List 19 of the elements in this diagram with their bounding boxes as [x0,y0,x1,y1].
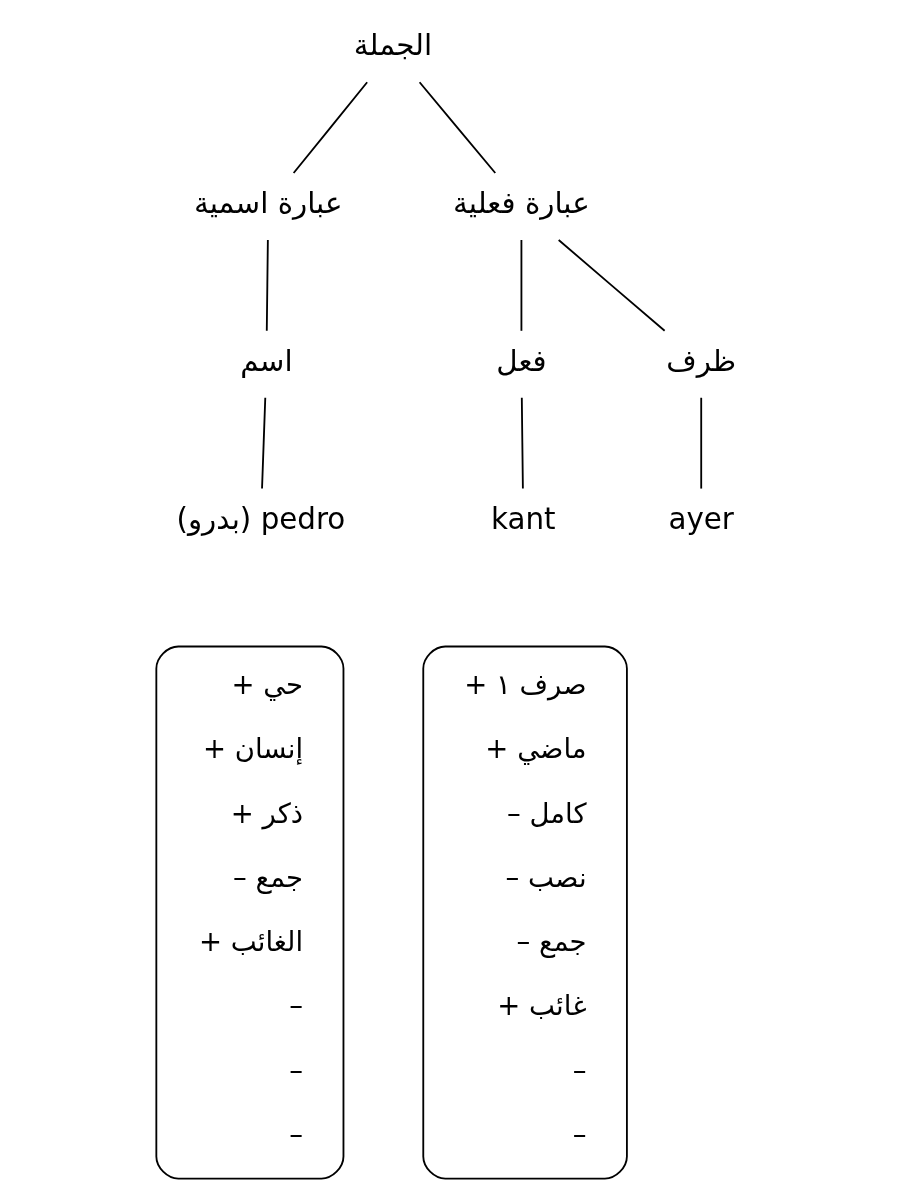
node-box: + صرف ١ + ماضي – كامل – نصب – جمع + غائب – – [422,645,628,1180]
node-text: (بدرو) pedro [176,501,346,536]
node-text: فعل [496,343,547,378]
connector [557,239,666,332]
node-text: الجملة [353,28,433,63]
node-box: + حي + إنسان + ذكر – جمع + الغائب – – – [155,645,345,1180]
connector [261,396,267,490]
node-text: عبارة فعلية [453,186,590,221]
node-text: kant [490,501,556,536]
node-text: عبارة اسمية [194,186,343,221]
connector [418,81,497,174]
connector [700,396,703,490]
connector [520,239,523,332]
connector [520,396,524,490]
node-text: ظرف [666,343,737,378]
node-text: اسم [240,343,293,378]
connector [292,81,369,174]
node-text: ayer [668,501,734,536]
connector [265,239,269,332]
